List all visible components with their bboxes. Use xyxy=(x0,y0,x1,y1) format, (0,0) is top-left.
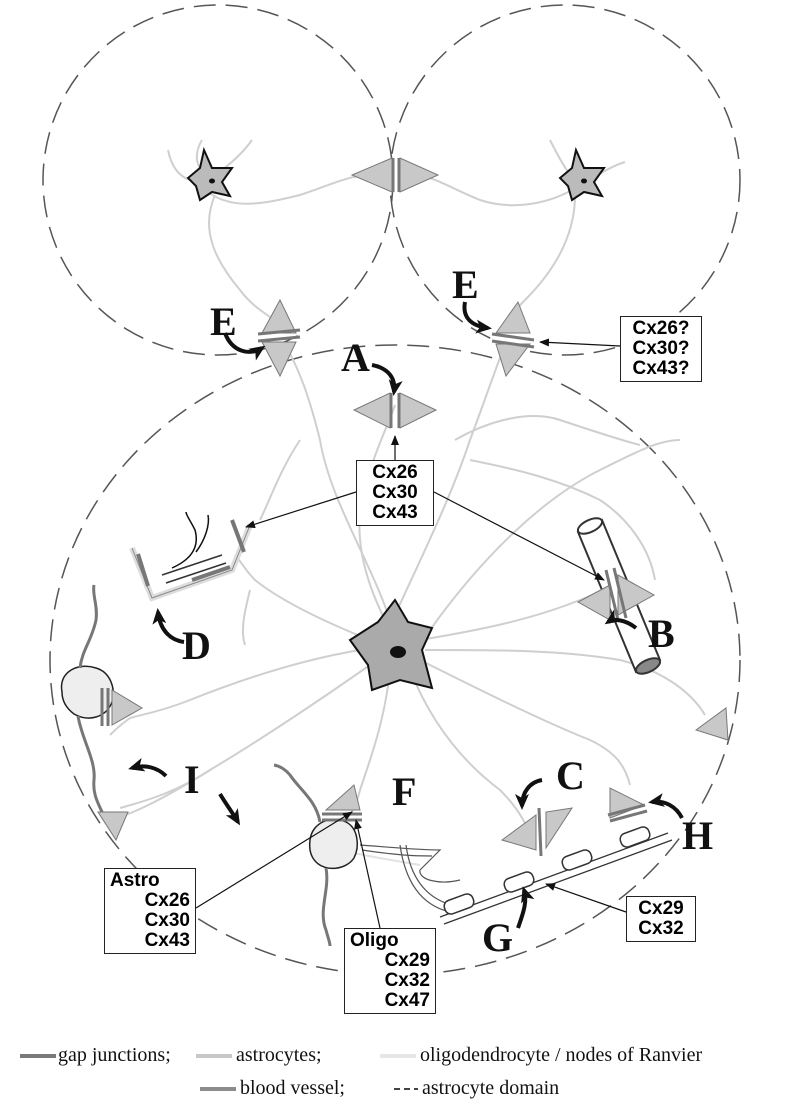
label-G: G xyxy=(482,915,514,960)
gap-junction-H xyxy=(607,787,648,823)
oligodendrocyte-F xyxy=(273,763,362,947)
cx-item: Cx30 xyxy=(144,910,190,931)
gap-junction-border-right xyxy=(694,707,729,741)
myelin-connexin-box: Cx29 Cx32 xyxy=(626,896,696,942)
gap-junction-C xyxy=(500,807,574,857)
cx-item: Cx26 xyxy=(372,462,418,483)
oligodendrocyte-left xyxy=(60,584,143,821)
gap-junction-border-left xyxy=(97,811,129,842)
legend-row-2: blood vessel; xyxy=(240,1077,345,1100)
legend-astrocytes: astrocytes; xyxy=(236,1044,322,1066)
cx-item: Cx26 xyxy=(144,890,190,911)
legend-row-1c: oligodendrocyte / nodes of Ranvier xyxy=(420,1044,702,1067)
legend-row-1b: astrocytes; xyxy=(236,1044,322,1067)
legend-row-2b: astrocyte domain xyxy=(422,1077,559,1100)
synapse-D xyxy=(129,511,253,602)
gap-junction-A xyxy=(352,392,438,429)
label-D: D xyxy=(182,623,211,668)
neuron-top-right xyxy=(558,146,606,202)
gap-junction-top-center xyxy=(350,157,440,193)
astro-box-title: Astro xyxy=(110,870,160,891)
cx-item: Cx32 xyxy=(384,970,430,991)
legend-gap-junctions: gap junctions; xyxy=(58,1044,171,1066)
label-E-left: E xyxy=(210,299,237,344)
legend-blood-vessel: blood vessel; xyxy=(240,1077,345,1099)
astrocyte-connexin-box: Cx26 Cx30 Cx43 xyxy=(356,460,434,526)
legend-astrocyte-domain: astrocyte domain xyxy=(422,1077,560,1099)
legend-oligodendrocyte: oligodendrocyte / nodes of Ranvier xyxy=(420,1044,703,1066)
label-B: B xyxy=(648,611,675,656)
label-A: A xyxy=(341,335,370,380)
cx-item: Cx43? xyxy=(632,358,690,379)
gap-junction-E-left xyxy=(257,298,301,378)
cx-item: Cx43 xyxy=(144,930,190,951)
cx-item: Cx32 xyxy=(638,918,684,939)
gap-junction-E-right xyxy=(491,300,535,378)
neuron-connexin-box: Cx26? Cx30? Cx43? xyxy=(620,316,702,382)
legend-swatches xyxy=(20,1054,418,1091)
cx-item: Cx29 xyxy=(638,898,684,919)
cx-item: Cx43 xyxy=(372,502,418,523)
label-C: C xyxy=(556,753,585,798)
oligo-connexin-box: Oligo Cx29 Cx32 Cx47 xyxy=(344,928,436,1014)
label-H: H xyxy=(682,813,714,858)
cx-item: Cx30 xyxy=(372,482,418,503)
oligo-box-title: Oligo xyxy=(350,930,399,951)
neuron-top-left xyxy=(186,146,234,202)
cx-item: Cx26? xyxy=(632,318,690,339)
astro-connexin-box: Astro Cx26 Cx30 Cx43 xyxy=(104,868,196,954)
cx-item: Cx29 xyxy=(384,950,430,971)
astrocyte-processes xyxy=(109,139,706,841)
central-astrocyte xyxy=(348,598,434,692)
legend-row-1: gap junctions; xyxy=(58,1044,171,1067)
label-F: F xyxy=(392,769,417,814)
label-I: I xyxy=(184,757,200,802)
label-E-right: E xyxy=(452,262,479,307)
bold-arrows xyxy=(128,301,684,929)
cx-item: Cx30? xyxy=(632,338,690,359)
connector-arrows xyxy=(195,338,627,929)
cx-item: Cx47 xyxy=(384,990,430,1011)
blood-vessel-B xyxy=(576,517,662,675)
